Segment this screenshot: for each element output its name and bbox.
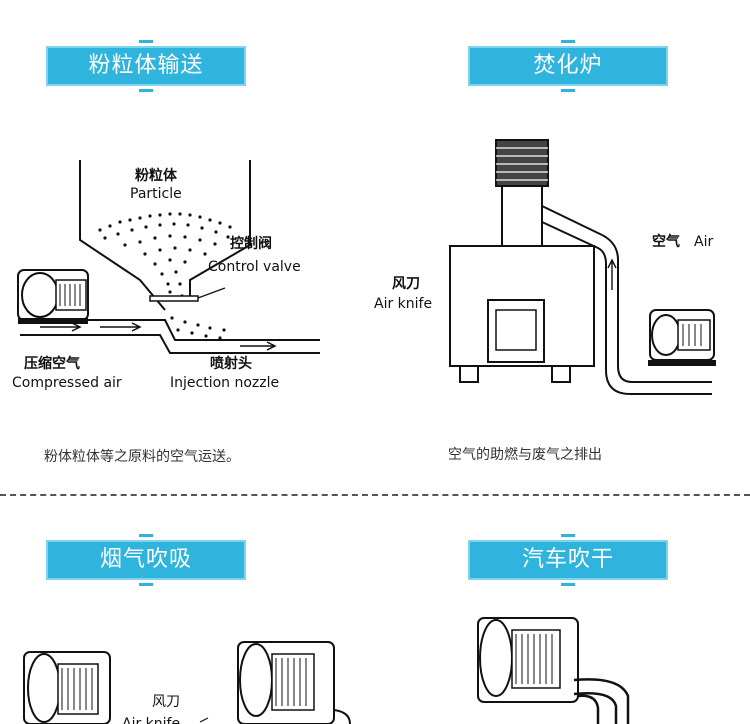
- blower-icon: [477, 617, 579, 703]
- air-duct: [541, 205, 712, 395]
- caption-incinerator: 空气的助燃与废气之排出: [448, 447, 602, 463]
- chimney: [501, 185, 543, 247]
- blower-icon: [237, 641, 351, 724]
- label-knife-cn: 风刀: [392, 276, 420, 292]
- incinerator-diagram: 空气 Air 风刀 Air knife: [374, 139, 716, 395]
- label-particle-en: Particle: [130, 186, 182, 202]
- label-air-cn: 空气: [652, 233, 680, 250]
- title-badge-particle-transport: 粉粒体输送: [46, 40, 246, 92]
- label-air-en: Air: [694, 234, 713, 250]
- label-valve-cn: 控制阀: [230, 235, 272, 252]
- chimney-cap: [495, 139, 549, 187]
- particle-transport-diagram: 粉粒体 Particle 控制阀 Control valve 压缩空气 Comp…: [12, 160, 320, 391]
- section-divider: [0, 494, 750, 496]
- particle-dots: [98, 212, 232, 340]
- transport-pipe: [20, 319, 320, 354]
- title-badge-car-drying: 汽车吹干: [468, 534, 668, 586]
- label-nozzle-en: Injection nozzle: [170, 375, 279, 391]
- label-valve-en: Control valve: [208, 259, 301, 275]
- label-compressed-en: Compressed air: [12, 375, 122, 391]
- control-valve-plate: [149, 295, 199, 302]
- label-knife-cn: 风刀: [152, 694, 180, 710]
- blower-icon: [17, 269, 89, 324]
- drying-hose: [573, 678, 630, 724]
- title-badge-incinerator: 焚化炉: [468, 40, 668, 92]
- label-compressed-cn: 压缩空气: [24, 355, 80, 372]
- label-nozzle-cn: 喷射头: [210, 355, 252, 372]
- hopper-outline: [79, 160, 251, 311]
- blower-icon: [648, 309, 716, 366]
- title-badge-smoke-suction: 烟气吹吸: [46, 534, 246, 586]
- label-knife-en: Air knife: [374, 296, 432, 312]
- blower-icon: [23, 651, 111, 724]
- smoke-suction-diagram: 风刀 Air knife: [23, 641, 351, 724]
- label-particle-cn: 粉粒体: [135, 167, 178, 184]
- label-knife-en: Air knife: [122, 716, 180, 724]
- car-drying-diagram: [477, 617, 630, 724]
- caption-particle-transport: 粉体粒体等之原料的空气运送。: [44, 449, 240, 465]
